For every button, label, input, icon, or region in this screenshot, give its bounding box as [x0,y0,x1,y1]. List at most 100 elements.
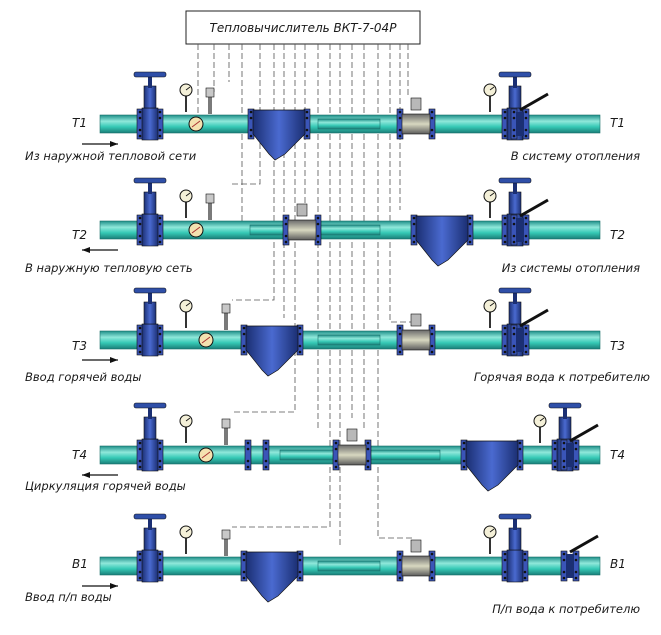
bolt [430,110,434,114]
gauge-needle [489,302,495,307]
bolt [524,116,528,120]
row-code-right: Т2 [610,228,625,242]
bolt [158,216,162,220]
bolt [158,552,162,556]
bolt [366,459,370,463]
bolt [503,110,507,114]
bolt [503,234,507,238]
bolt [523,576,527,580]
row-code-left: Т3 [72,339,87,353]
gate-valve-body [141,107,159,141]
bolt [138,234,142,238]
bolt [503,240,507,244]
flow-arrow-head [110,357,118,363]
bolt [284,240,288,244]
bolt [512,332,516,336]
row-right-text: П/п вода к потребителю [492,602,640,616]
bolt [298,350,302,354]
bolt [398,332,402,336]
bolt [468,216,472,220]
flange [244,439,252,471]
bolt [503,576,507,580]
bolt [284,234,288,238]
bolt [138,344,142,348]
bolt [518,441,522,445]
ball-valve-body [516,328,524,352]
bolt [412,216,416,220]
bolt [366,465,370,469]
bolt [138,326,142,330]
gate-valve-handwheel [133,71,167,78]
bolt [512,234,516,238]
bolt [158,110,162,114]
temp-sensor-stem [224,538,228,556]
bolt [138,447,142,451]
bolt [158,326,162,330]
bolt [430,326,434,330]
bolt [562,558,566,562]
bolt [298,576,302,580]
gate-valve-handwheel [498,177,532,184]
bolt [249,110,253,114]
flow-arrow-head [110,141,118,147]
gate-valve-bonnet [508,85,522,109]
bolt [468,222,472,226]
gauge-needle [539,417,545,422]
pipe-segment [317,334,381,346]
bolt [298,570,302,574]
bolt [305,134,309,138]
bolt [246,465,250,469]
thermo-needle [201,451,211,459]
row-right-text: Из системы отопления [502,261,640,275]
gate-valve-stem [563,407,567,419]
bolt [334,459,338,463]
bolt [562,459,566,463]
bolt [305,128,309,132]
flow-arrow-head [110,583,118,589]
flow-meter-body [287,219,317,241]
bolt [468,234,472,238]
bolt [242,552,246,556]
bolt [574,447,578,451]
gate-valve-body [141,323,159,357]
bolt [412,234,416,238]
bolt [524,344,528,348]
bolt [305,110,309,114]
bolt [138,576,142,580]
bolt [518,459,522,463]
bolt [138,441,142,445]
gauge-needle [185,192,191,197]
row-code-right: Т4 [610,448,625,462]
gate-valve-stem [148,76,152,88]
bolt [334,441,338,445]
bolt [524,326,528,330]
gauge-needle [185,528,191,533]
bolt [246,441,250,445]
row-code-left: Т2 [72,228,87,242]
bolt [430,128,434,132]
bolt [316,234,320,238]
ball-valve-handle [519,198,549,218]
flow-arrow-head [82,472,90,478]
bolt [242,558,246,562]
gate-valve-stem [513,76,517,88]
row-code-right: Т1 [610,116,625,130]
thermo-needle [201,336,211,344]
gate-valve-stem [148,182,152,194]
bolt [242,350,246,354]
bolt [398,134,402,138]
flow-meter-body [401,113,431,135]
gate-valve-body [506,549,524,583]
bolt [553,447,557,451]
bolt [398,350,402,354]
bolt [574,552,578,556]
temp-sensor-head [221,529,231,540]
bolt [503,216,507,220]
bolt [524,222,528,226]
flow-meter-transmitter [410,539,422,553]
ball-valve-handle [569,534,599,554]
gate-valve-body [141,213,159,247]
bolt [524,110,528,114]
heat-calculator-label: Тепловычислитель ВКТ-7-04Р [210,21,398,35]
ball-valve-handle [569,423,599,443]
